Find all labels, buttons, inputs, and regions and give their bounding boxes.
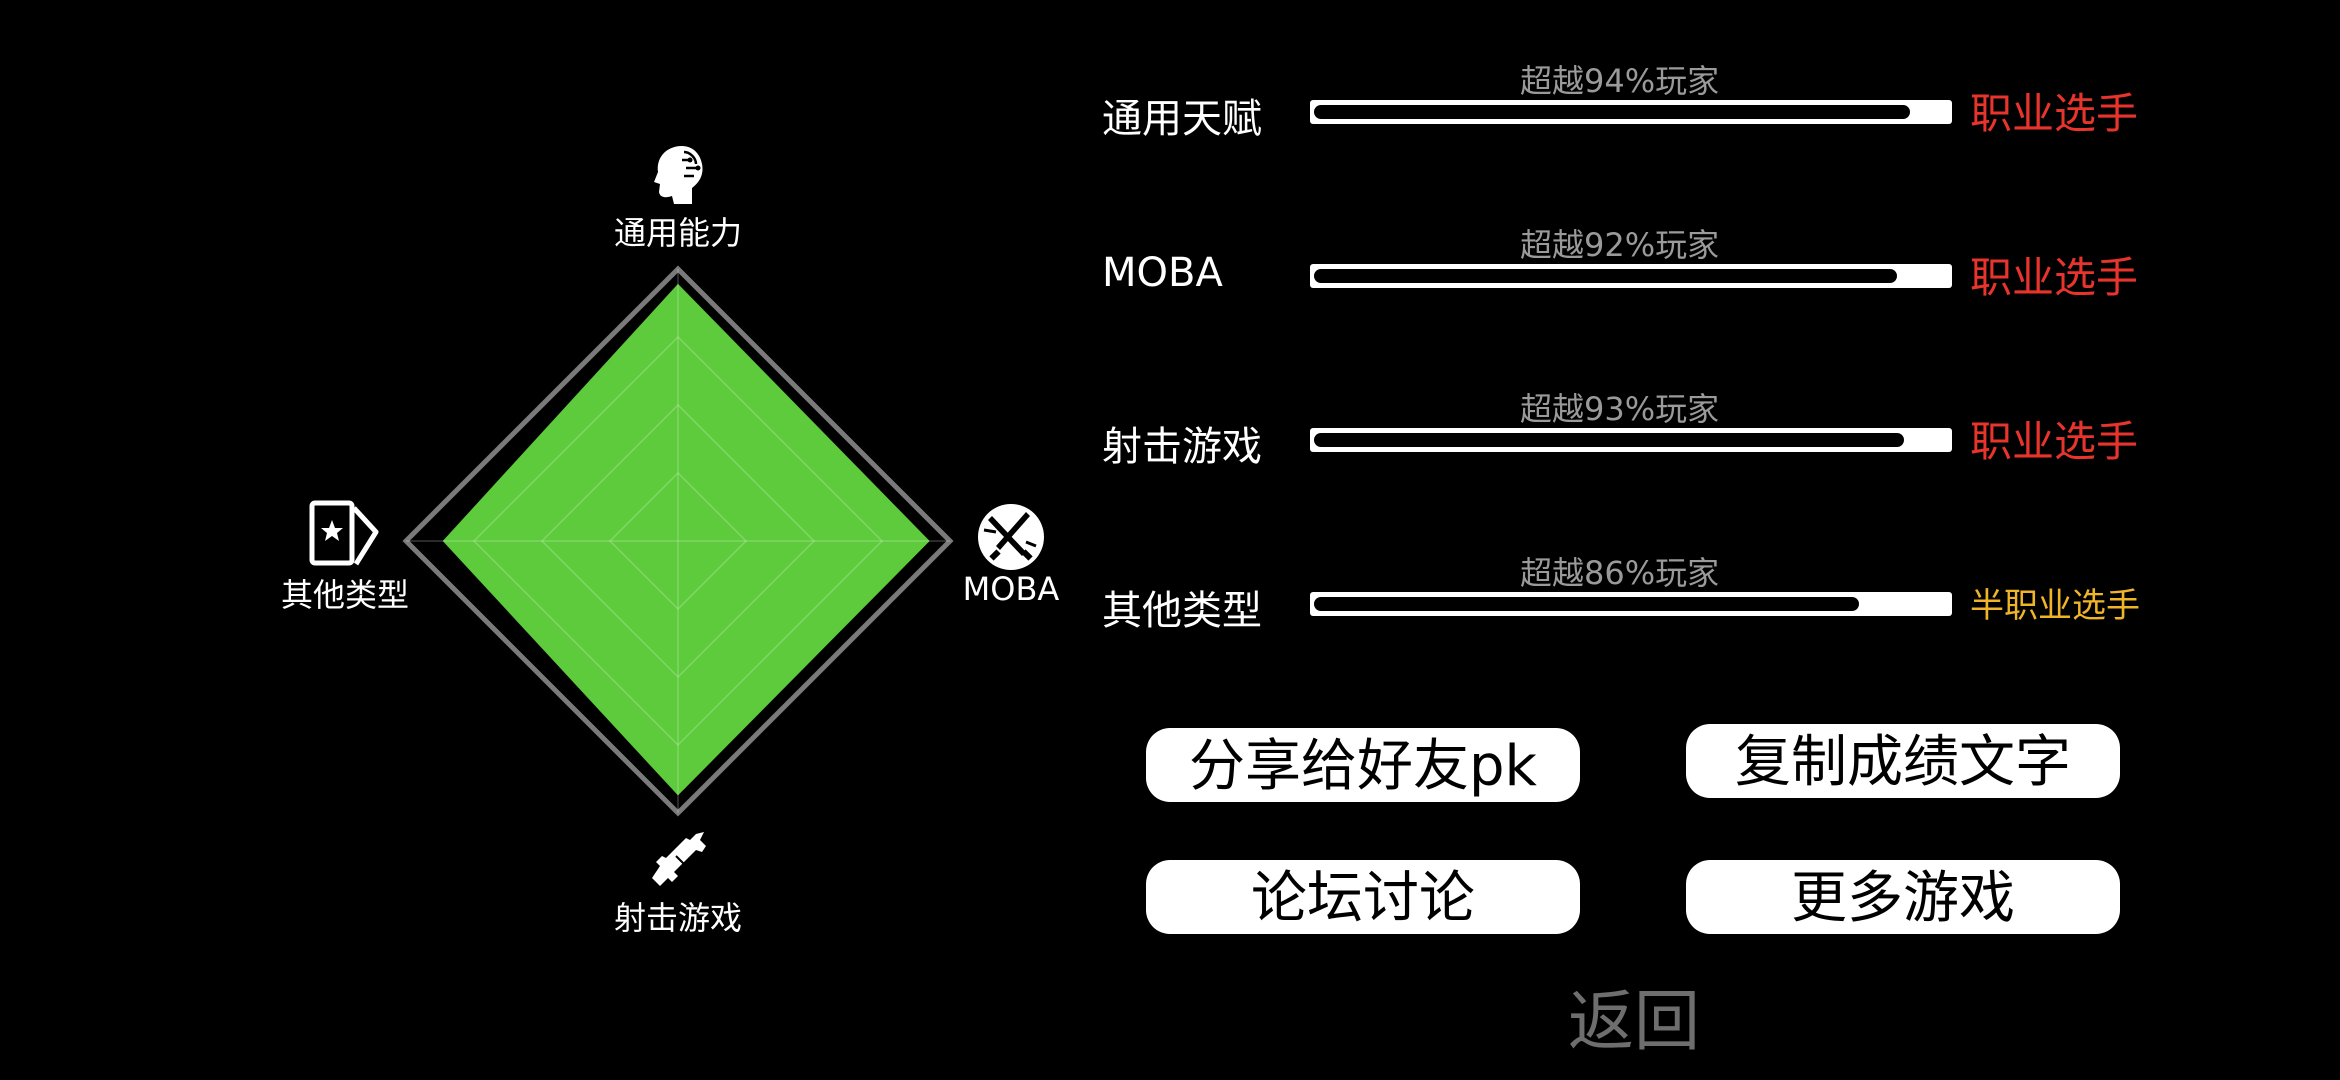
rifle-icon [652,832,706,886]
stat-name: 其他类型 [1102,588,1262,634]
stat-percent: 超越92%玩家 [1520,226,1720,264]
stat-percent: 超越94%玩家 [1520,62,1720,100]
more-games-button[interactable]: 更多游戏 [1686,860,2120,934]
stat-progress-bar [1310,100,1952,124]
radar-data-area [442,283,930,796]
axis-label-other: 其他类型 [280,576,410,614]
stat-percent: 超越86%玩家 [1520,554,1720,592]
stat-name: 通用天赋 [1102,96,1262,142]
ability-radar-chart [402,265,954,817]
stat-progress-fill [1314,269,1897,283]
stat-percent: 超越93%玩家 [1520,390,1720,428]
axis-label-shooter: 射击游戏 [613,899,743,937]
stat-rank: 半职业选手 [1970,586,2140,626]
stat-rank: 职业选手 [1970,253,2139,302]
stat-row-moba: 超越92%玩家 MOBA 职业选手 [0,224,2340,304]
stat-progress-bar [1310,428,1952,452]
radar-grid-overlay [406,269,950,813]
stat-progress-bar [1310,264,1952,288]
stat-progress-fill [1314,597,1859,611]
card-star-icon [309,500,379,566]
radar-grid [402,265,954,817]
radar-outer-ring [402,265,954,817]
ai-head-icon [654,146,703,204]
stat-progress-bar [1310,592,1952,616]
axis-label-moba: MOBA [962,570,1060,608]
stat-progress-fill [1314,105,1910,119]
stat-row-general: 超越94%玩家 通用天赋 职业选手 [0,60,2340,142]
stat-row-shooter: 超越93%玩家 射击游戏 职业选手 [0,388,2340,470]
stat-progress-fill [1314,433,1904,447]
radar-ring [472,335,884,747]
radar-ring [540,403,816,679]
back-button[interactable]: 返回 [1568,983,1700,1060]
axis-label-general: 通用能力 [613,214,743,252]
forum-button[interactable]: 论坛讨论 [1146,860,1580,934]
stat-row-other: 超越86%玩家 其他类型 半职业选手 [0,552,2340,634]
radar-ring [608,471,748,611]
stat-name: 射击游戏 [1102,424,1262,470]
stat-name: MOBA [1102,250,1223,296]
stat-rank: 职业选手 [1970,417,2139,466]
stat-rank: 职业选手 [1970,89,2139,138]
copy-results-button[interactable]: 复制成绩文字 [1686,724,2120,798]
moba-swords-icon [978,504,1044,570]
share-pk-button[interactable]: 分享给好友pk [1146,728,1580,802]
